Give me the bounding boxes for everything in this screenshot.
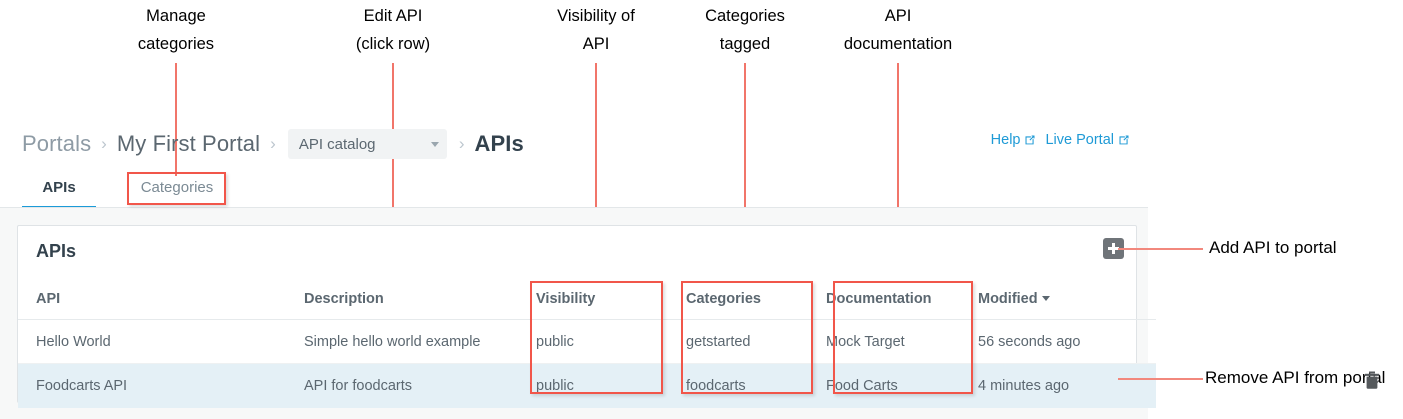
annotation-line-manage-categories [175,63,177,176]
cell-documentation: Food Carts [826,363,978,408]
apis-table: API Description Visibility Categories Do… [18,283,1156,408]
annotation-line-add-api [1118,248,1203,250]
annotation-label-manage-categories: Manage categories [137,7,215,53]
remove-api-button[interactable] [1364,371,1380,389]
cell-api: Hello World [18,319,304,364]
annotation-label-visibility-of-api: Visibility of API [557,7,635,53]
app-content: Portals › My First Portal › API catalog … [0,110,1403,419]
cell-modified: 56 seconds ago [978,319,1156,364]
help-link-label: Help [990,132,1021,148]
breadcrumb-separator-icon: › [458,134,465,153]
cell-categories: foodcarts [686,363,826,408]
breadcrumb-separator-icon: › [270,134,276,153]
breadcrumb-catalog-select[interactable]: API catalog [287,129,447,159]
tab-categories[interactable]: Categories [128,168,226,206]
breadcrumb-row: Portals › My First Portal › API catalog … [0,110,1148,170]
chevron-down-icon [430,141,439,147]
cell-description: API for foodcarts [304,363,536,408]
annotation-line-remove-api [1118,378,1203,380]
column-header-modified[interactable]: Modified [978,283,1156,320]
live-portal-link-label: Live Portal [1045,132,1114,148]
external-link-icon [1119,135,1129,145]
table-row[interactable]: Foodcarts API API for foodcarts public f… [18,363,1156,408]
annotation-line-categories [744,63,746,283]
trash-icon [1365,371,1379,389]
tab-bar: APIs Categories [0,168,1148,209]
annotation-label-categories-tagged: Categories tagged [705,7,785,53]
cell-visibility: public [536,363,686,408]
apis-card: APIs API Description Visibility Categori… [17,225,1156,408]
annotation-label-remove-api: Remove API from portal [1205,368,1386,387]
annotation-label-add-api: Add API to portal [1209,238,1337,257]
breadcrumb: Portals › My First Portal › API catalog … [22,126,524,162]
column-header-documentation[interactable]: Documentation [826,283,978,320]
tab-apis-label: APIs [42,178,76,196]
tab-categories-label: Categories [140,178,214,196]
add-api-button[interactable] [1103,238,1124,259]
column-header-visibility[interactable]: Visibility [536,283,686,320]
annotation-line-documentation [897,63,899,283]
column-header-modified-label: Modified [978,291,1038,307]
cell-documentation: Mock Target [826,319,978,364]
card-title: APIs [36,241,77,261]
breadcrumb-item-apis: APIs [474,131,524,156]
live-portal-link[interactable]: Live Portal [1045,132,1130,148]
cell-modified: 4 minutes ago [978,363,1156,408]
plus-icon [1112,243,1115,254]
page-body: APIs API Description Visibility Categori… [0,207,1156,419]
cell-description: Simple hello world example [304,319,536,364]
external-link-icon [1025,135,1035,145]
table-row[interactable]: Hello World Simple hello world example p… [18,319,1156,364]
cell-categories: getstarted [686,319,826,364]
breadcrumb-item-my-first-portal[interactable]: My First Portal [116,131,261,156]
help-link[interactable]: Help [991,132,1037,148]
annotation-label-edit-api: Edit API (click row) [355,7,431,53]
table-header-row: API Description Visibility Categories Do… [18,283,1156,320]
annotation-line-visibility [595,63,597,283]
column-header-categories[interactable]: Categories [686,283,826,320]
breadcrumb-separator-icon: › [101,134,107,153]
breadcrumb-item-portals[interactable]: Portals [22,131,92,156]
breadcrumb-catalog-select-value: API catalog [298,135,376,153]
cell-api: Foodcarts API [18,363,304,408]
top-links: Help Live Portal [991,132,1130,148]
column-header-description[interactable]: Description [304,283,536,320]
tab-apis[interactable]: APIs [22,168,96,209]
cell-visibility: public [536,319,686,364]
column-header-api[interactable]: API [18,283,304,320]
sort-descending-icon [1041,296,1050,301]
annotation-label-api-documentation: API documentation [843,7,953,53]
